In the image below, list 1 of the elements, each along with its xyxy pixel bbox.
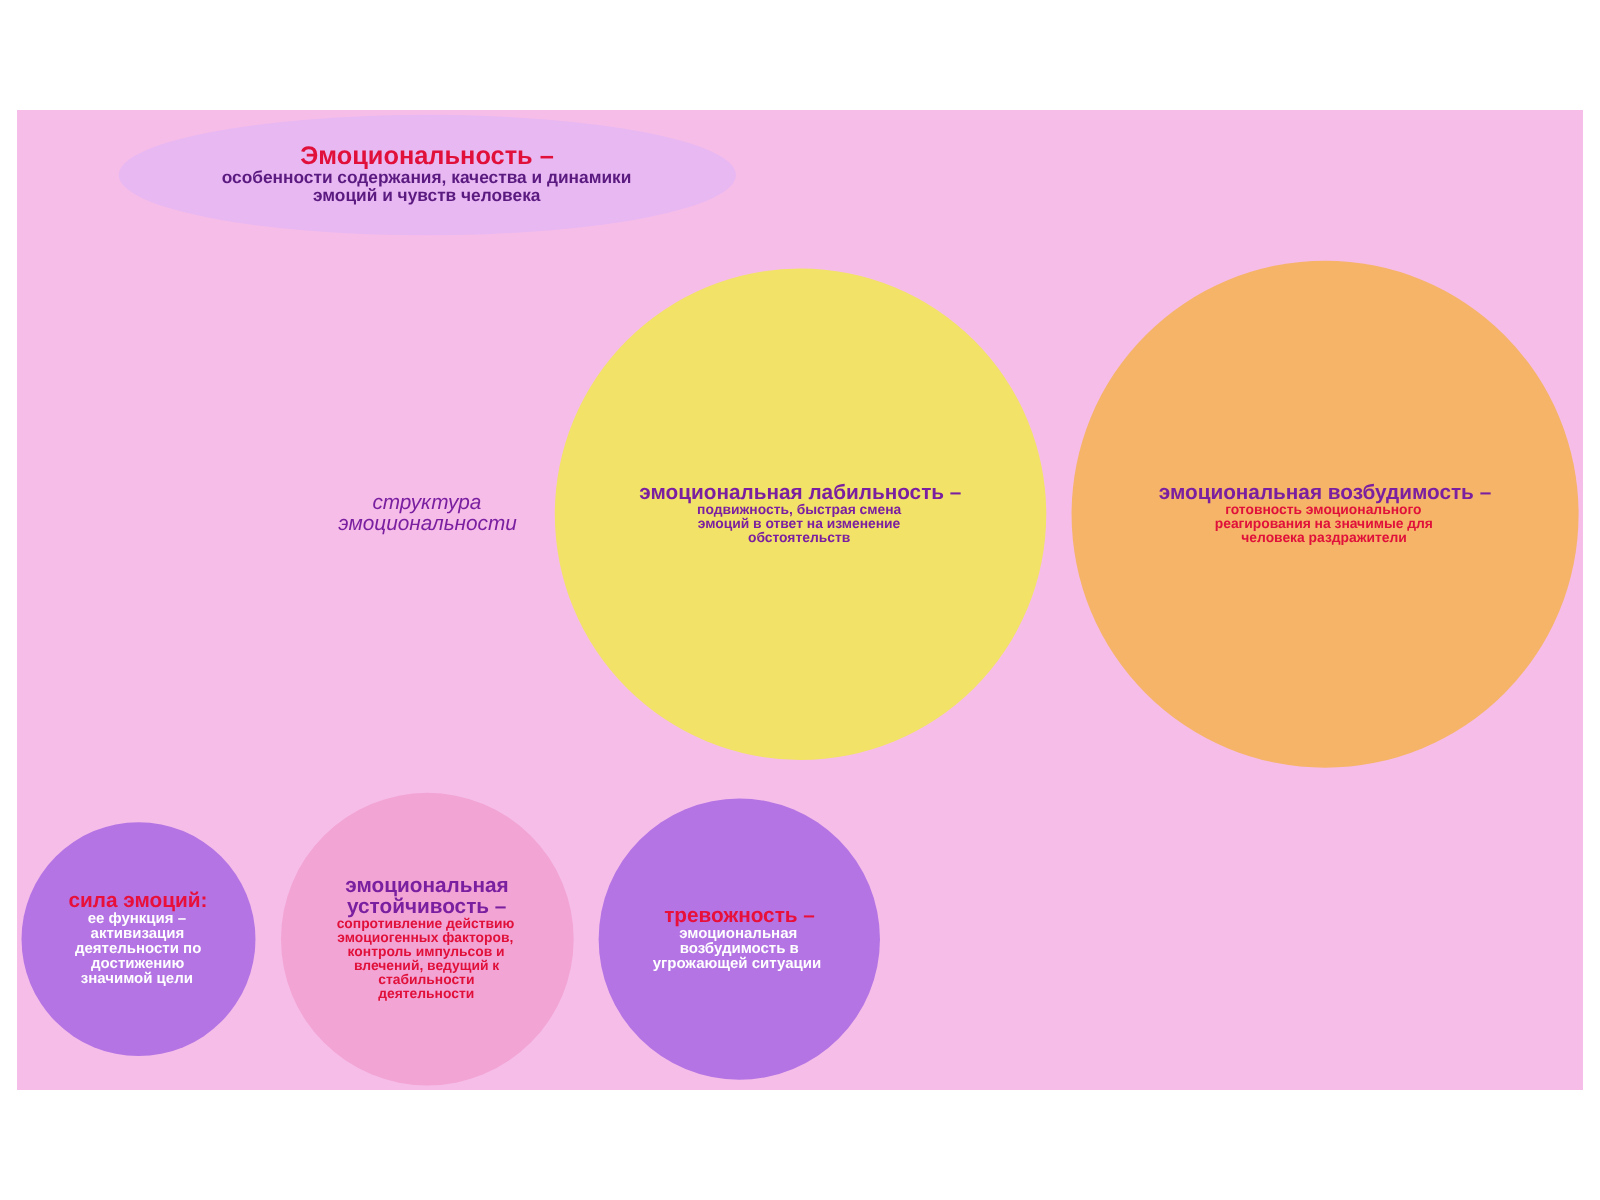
label: структура эмоциональности [338, 492, 517, 536]
